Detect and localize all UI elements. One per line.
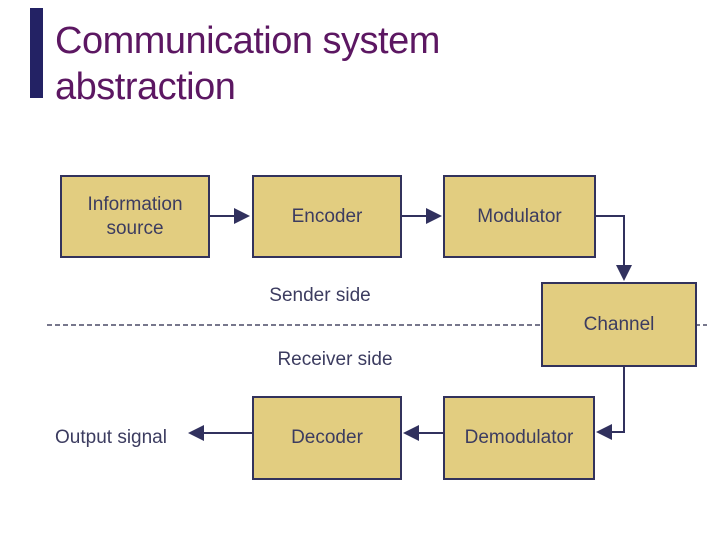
- decoder-box: Decoder: [252, 396, 402, 480]
- information-source-box: Information source: [60, 175, 210, 258]
- sender-side-label: Sender side: [269, 285, 371, 306]
- encoder-box: Encoder: [252, 175, 402, 258]
- channel-box: Channel: [541, 282, 697, 367]
- demodulator-box: Demodulator: [443, 396, 595, 480]
- receiver-side-label: Receiver side: [277, 349, 393, 370]
- title-accent-bar: [30, 8, 43, 98]
- modulator-box: Modulator: [443, 175, 596, 258]
- arrow-channel-to-demodulator: [596, 367, 625, 440]
- arrow-modulator-to-channel: [596, 215, 632, 281]
- output-signal-label: Output signal: [55, 427, 167, 448]
- slide-title: Communication system abstraction: [55, 20, 440, 108]
